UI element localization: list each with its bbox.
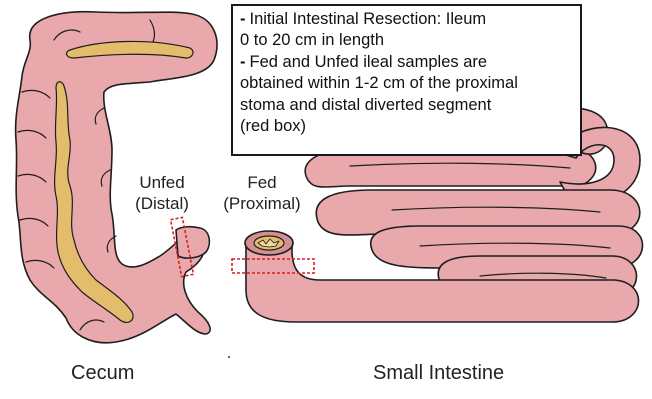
- unfed-label-line1: Unfed: [129, 172, 195, 193]
- info-item-1: -Initial Intestinal Resection: Ileum: [240, 9, 574, 30]
- unfed-distal-stump: [176, 227, 209, 258]
- info-item-1-text: Initial Intestinal Resection: Ileum: [250, 10, 487, 28]
- info-item-2-text: Fed and Unfed ileal samples are: [250, 53, 488, 71]
- fed-label-line2: (Proximal): [215, 193, 309, 214]
- info-bullet-1: -: [240, 10, 246, 28]
- info-item-2-cont-2: stoma and distal diverted segment: [240, 95, 574, 116]
- stray-dot: [228, 356, 230, 358]
- fed-label: Fed (Proximal): [215, 172, 309, 214]
- unfed-label-line2: (Distal): [129, 193, 195, 214]
- info-item-2: -Fed and Unfed ileal samples are: [240, 52, 574, 73]
- fed-label-line1: Fed: [215, 172, 309, 193]
- resection-info-box: -Initial Intestinal Resection: Ileum 0 t…: [231, 4, 582, 156]
- info-bullet-2: -: [240, 53, 246, 71]
- cecum-caption: Cecum: [71, 362, 134, 385]
- small-intestine-caption: Small Intestine: [373, 362, 504, 385]
- info-item-2-cont-3: (red box): [240, 116, 574, 137]
- info-item-2-cont-1: obtained within 1-2 cm of the proximal: [240, 73, 574, 94]
- unfed-label: Unfed (Distal): [129, 172, 195, 214]
- info-item-1-cont: 0 to 20 cm in length: [240, 30, 574, 51]
